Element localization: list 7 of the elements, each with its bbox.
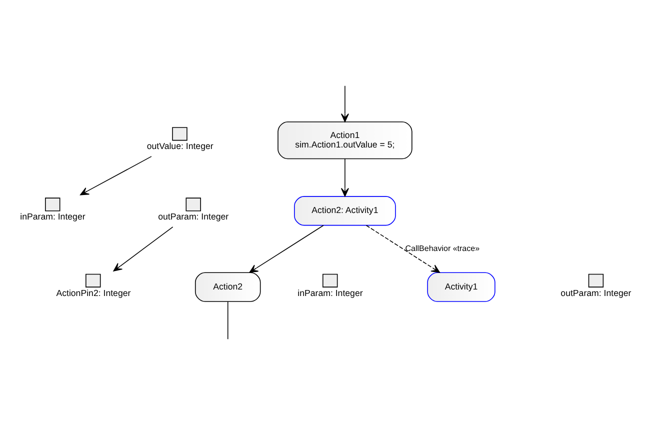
node-label: inParam: Integer	[20, 211, 86, 222]
node-label: outValue: Integer	[146, 140, 214, 150]
edge-label: CallBehavior «trace»	[405, 243, 480, 252]
node-label: outParam: Integer	[560, 287, 632, 298]
node-label: outParam: Integer	[158, 211, 229, 222]
node-label: inParam: Integer	[298, 287, 363, 298]
node-label: ActionPin2: Integer	[56, 287, 131, 298]
